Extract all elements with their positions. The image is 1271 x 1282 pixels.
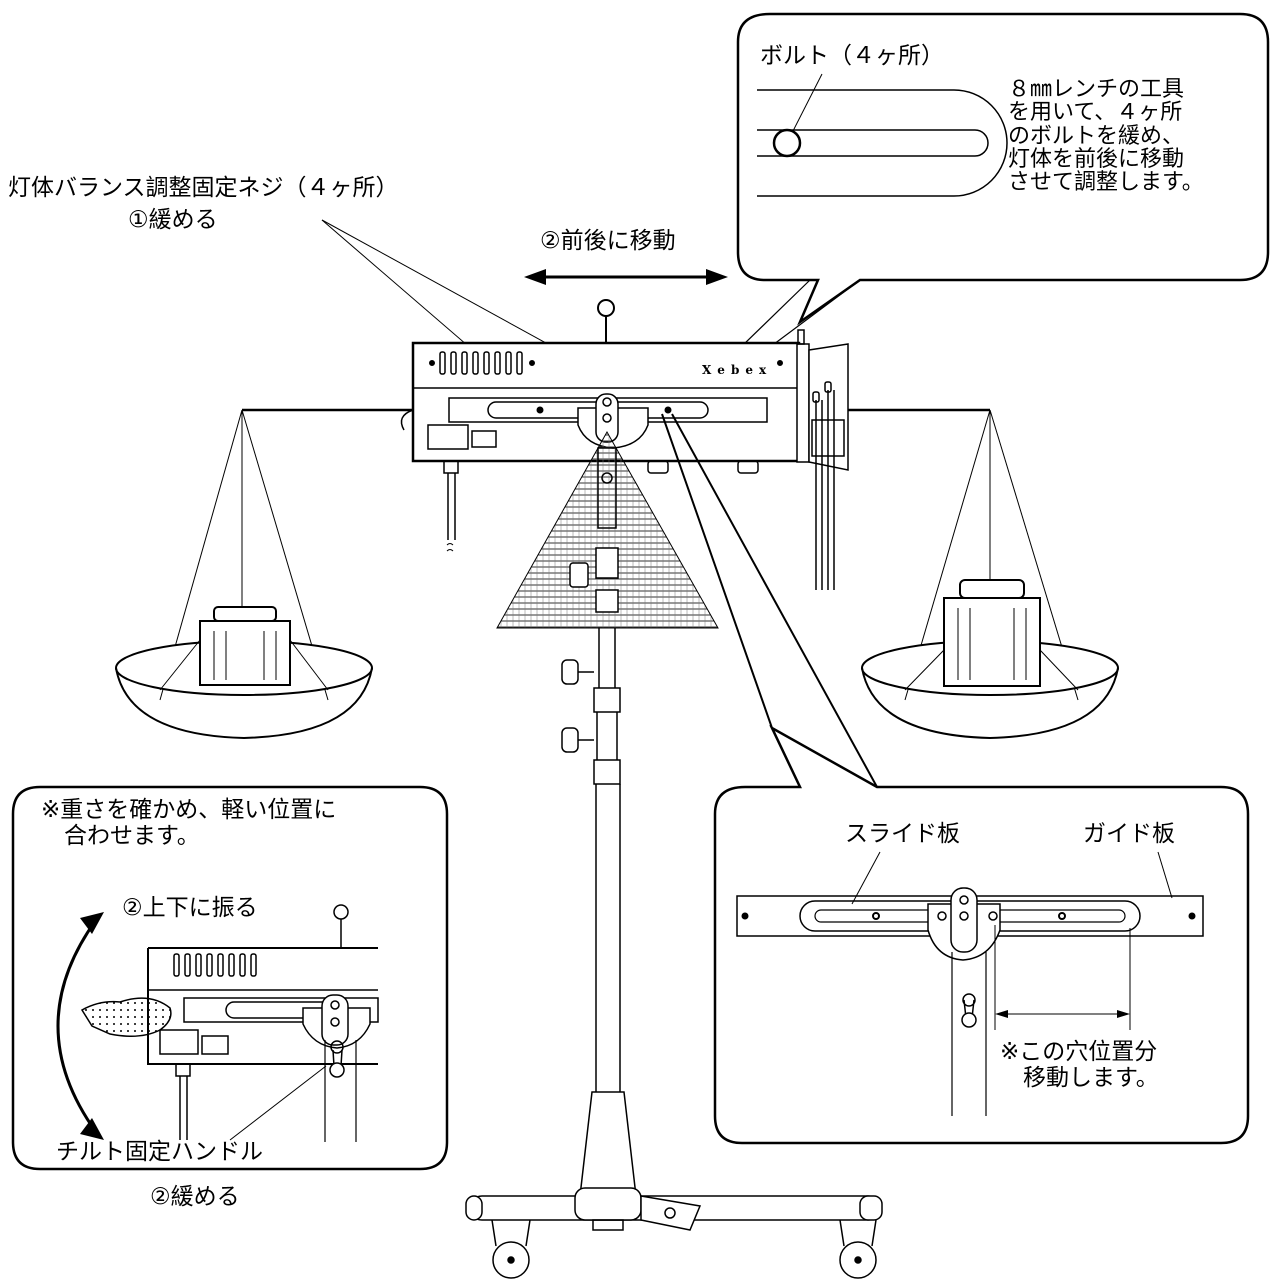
slide-note: ※この穴位置分 移動します。 [1000, 1039, 1159, 1091]
left-pan [115, 606, 373, 740]
guide-plate-label: ガイド板 [1083, 821, 1175, 847]
tilt-callout [11, 785, 449, 1171]
stand [465, 447, 883, 1279]
barn-door-unit [796, 329, 849, 590]
brand-logo: Xebex [702, 363, 773, 377]
tilt-handle-step: ②緩める [150, 1184, 240, 1210]
slide-callout [661, 413, 1250, 1145]
balance-screw-label: 灯体バランス調整固定ネジ（４ヶ所） [8, 175, 399, 201]
swing-step-label: ②上下に振る [122, 895, 258, 921]
right-pan [861, 579, 1119, 740]
slide-plate-label: スライド板 [845, 821, 960, 847]
balance-screw-step: ①緩める [128, 207, 218, 233]
bolt-icon [772, 128, 802, 158]
bolt-title: ボルト（４ヶ所） [760, 43, 944, 69]
move-arrow [524, 269, 728, 285]
tilt-note: ※重さを確かめ、軽い位置に 合わせます。 [41, 797, 337, 849]
hand-icon [80, 997, 172, 1037]
move-step-label: ②前後に移動 [540, 228, 676, 254]
tilt-handle-label: チルト固定ハンドル [56, 1139, 263, 1165]
light-cone [496, 430, 719, 629]
bolt-callout [736, 12, 1270, 326]
bolt-instruction: ８㎜レンチの工具 を用いて、４ヶ所 のボルトを緩め、 灯体を前後に移動 させて調… [1008, 77, 1204, 196]
